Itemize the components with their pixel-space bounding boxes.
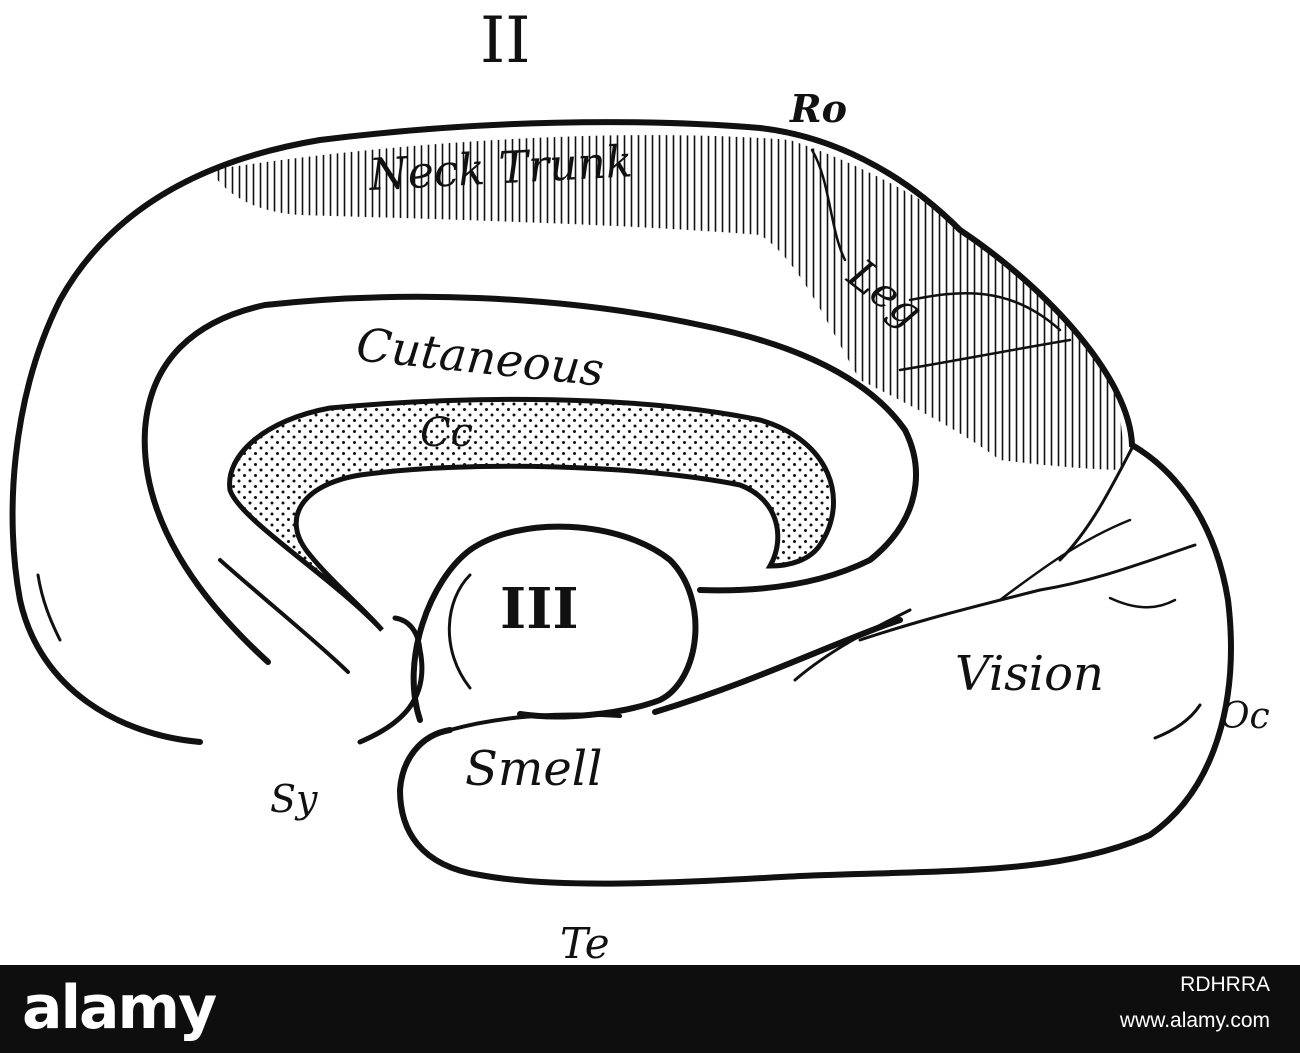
third-ventricle-label: III xyxy=(500,576,579,642)
third-ventricle-outline xyxy=(410,523,699,723)
leg-fissure-1 xyxy=(908,291,1062,332)
sy-label: Sy xyxy=(270,777,318,821)
rolandic-fissure xyxy=(810,148,847,262)
calcarine-branch xyxy=(998,518,1132,602)
frontal-sulcus xyxy=(218,558,350,674)
fornix-hook xyxy=(357,615,425,745)
brain-medial-view-figure: II Ro Neck Trunk Leg Cutaneous Cc III Vi… xyxy=(9,4,1270,965)
cutaneous-label: Cutaneous xyxy=(354,317,607,397)
parieto-occipital-sulcus xyxy=(1058,446,1134,562)
leg-fissure-2 xyxy=(898,338,1072,372)
hatched-motor-region xyxy=(210,135,1125,470)
corpus-callosum xyxy=(227,396,836,632)
frontal-edge-stroke xyxy=(36,573,62,642)
smell-label: Smell xyxy=(465,741,603,797)
brain-diagram: II Ro Neck Trunk Leg Cutaneous Cc III Vi… xyxy=(9,4,1270,965)
temporal-pole-inner xyxy=(448,712,622,732)
calcarine-branch-2 xyxy=(1108,596,1177,609)
hemisphere-outline xyxy=(9,119,1234,887)
oc-label: Oc xyxy=(1220,696,1270,737)
vision-label: Vision xyxy=(955,646,1104,702)
te-label: Te xyxy=(560,919,610,965)
collateral-sulcus xyxy=(793,608,912,682)
cc-label: Cc xyxy=(420,410,473,456)
alamy-logo: alamy xyxy=(22,973,217,1043)
occipital-notch xyxy=(1153,703,1202,740)
calcarine-fissure xyxy=(858,543,1197,642)
inner-gyrus-outline xyxy=(141,293,919,665)
image-id-text: RDHRRA xyxy=(1180,973,1270,996)
panel-label: II xyxy=(480,4,531,78)
watermark-url: www.alamy.com xyxy=(1119,1009,1270,1032)
ro-label: Ro xyxy=(789,86,847,131)
thalamus-inner-curve xyxy=(447,573,472,690)
watermark-bar: alamy RDHRRA www.alamy.com xyxy=(0,965,1300,1053)
